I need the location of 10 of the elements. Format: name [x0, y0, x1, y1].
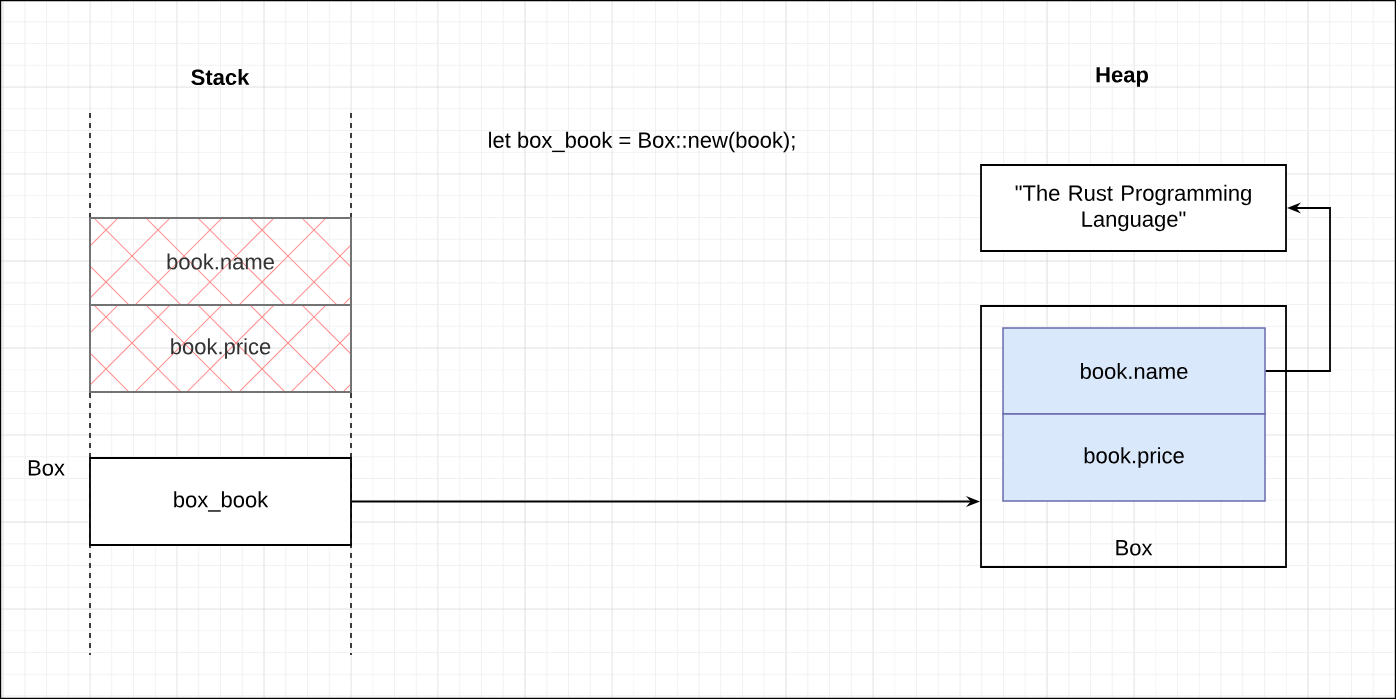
value-box: "The Rust Programming Language": [980, 164, 1287, 252]
column-heading: Stack: [191, 68, 250, 86]
type-label: Box: [28, 460, 65, 476]
value-box: box_book: [89, 457, 352, 546]
memory-cell: book.name: [89, 217, 352, 306]
code-text: let box_book = Box::new(book);: [489, 131, 795, 153]
memory-cell: book.price: [1002, 413, 1266, 502]
memory-cell: book.price: [89, 304, 352, 393]
column-heading: Heap: [1096, 67, 1148, 87]
memory-cell: book.name: [1002, 327, 1266, 415]
